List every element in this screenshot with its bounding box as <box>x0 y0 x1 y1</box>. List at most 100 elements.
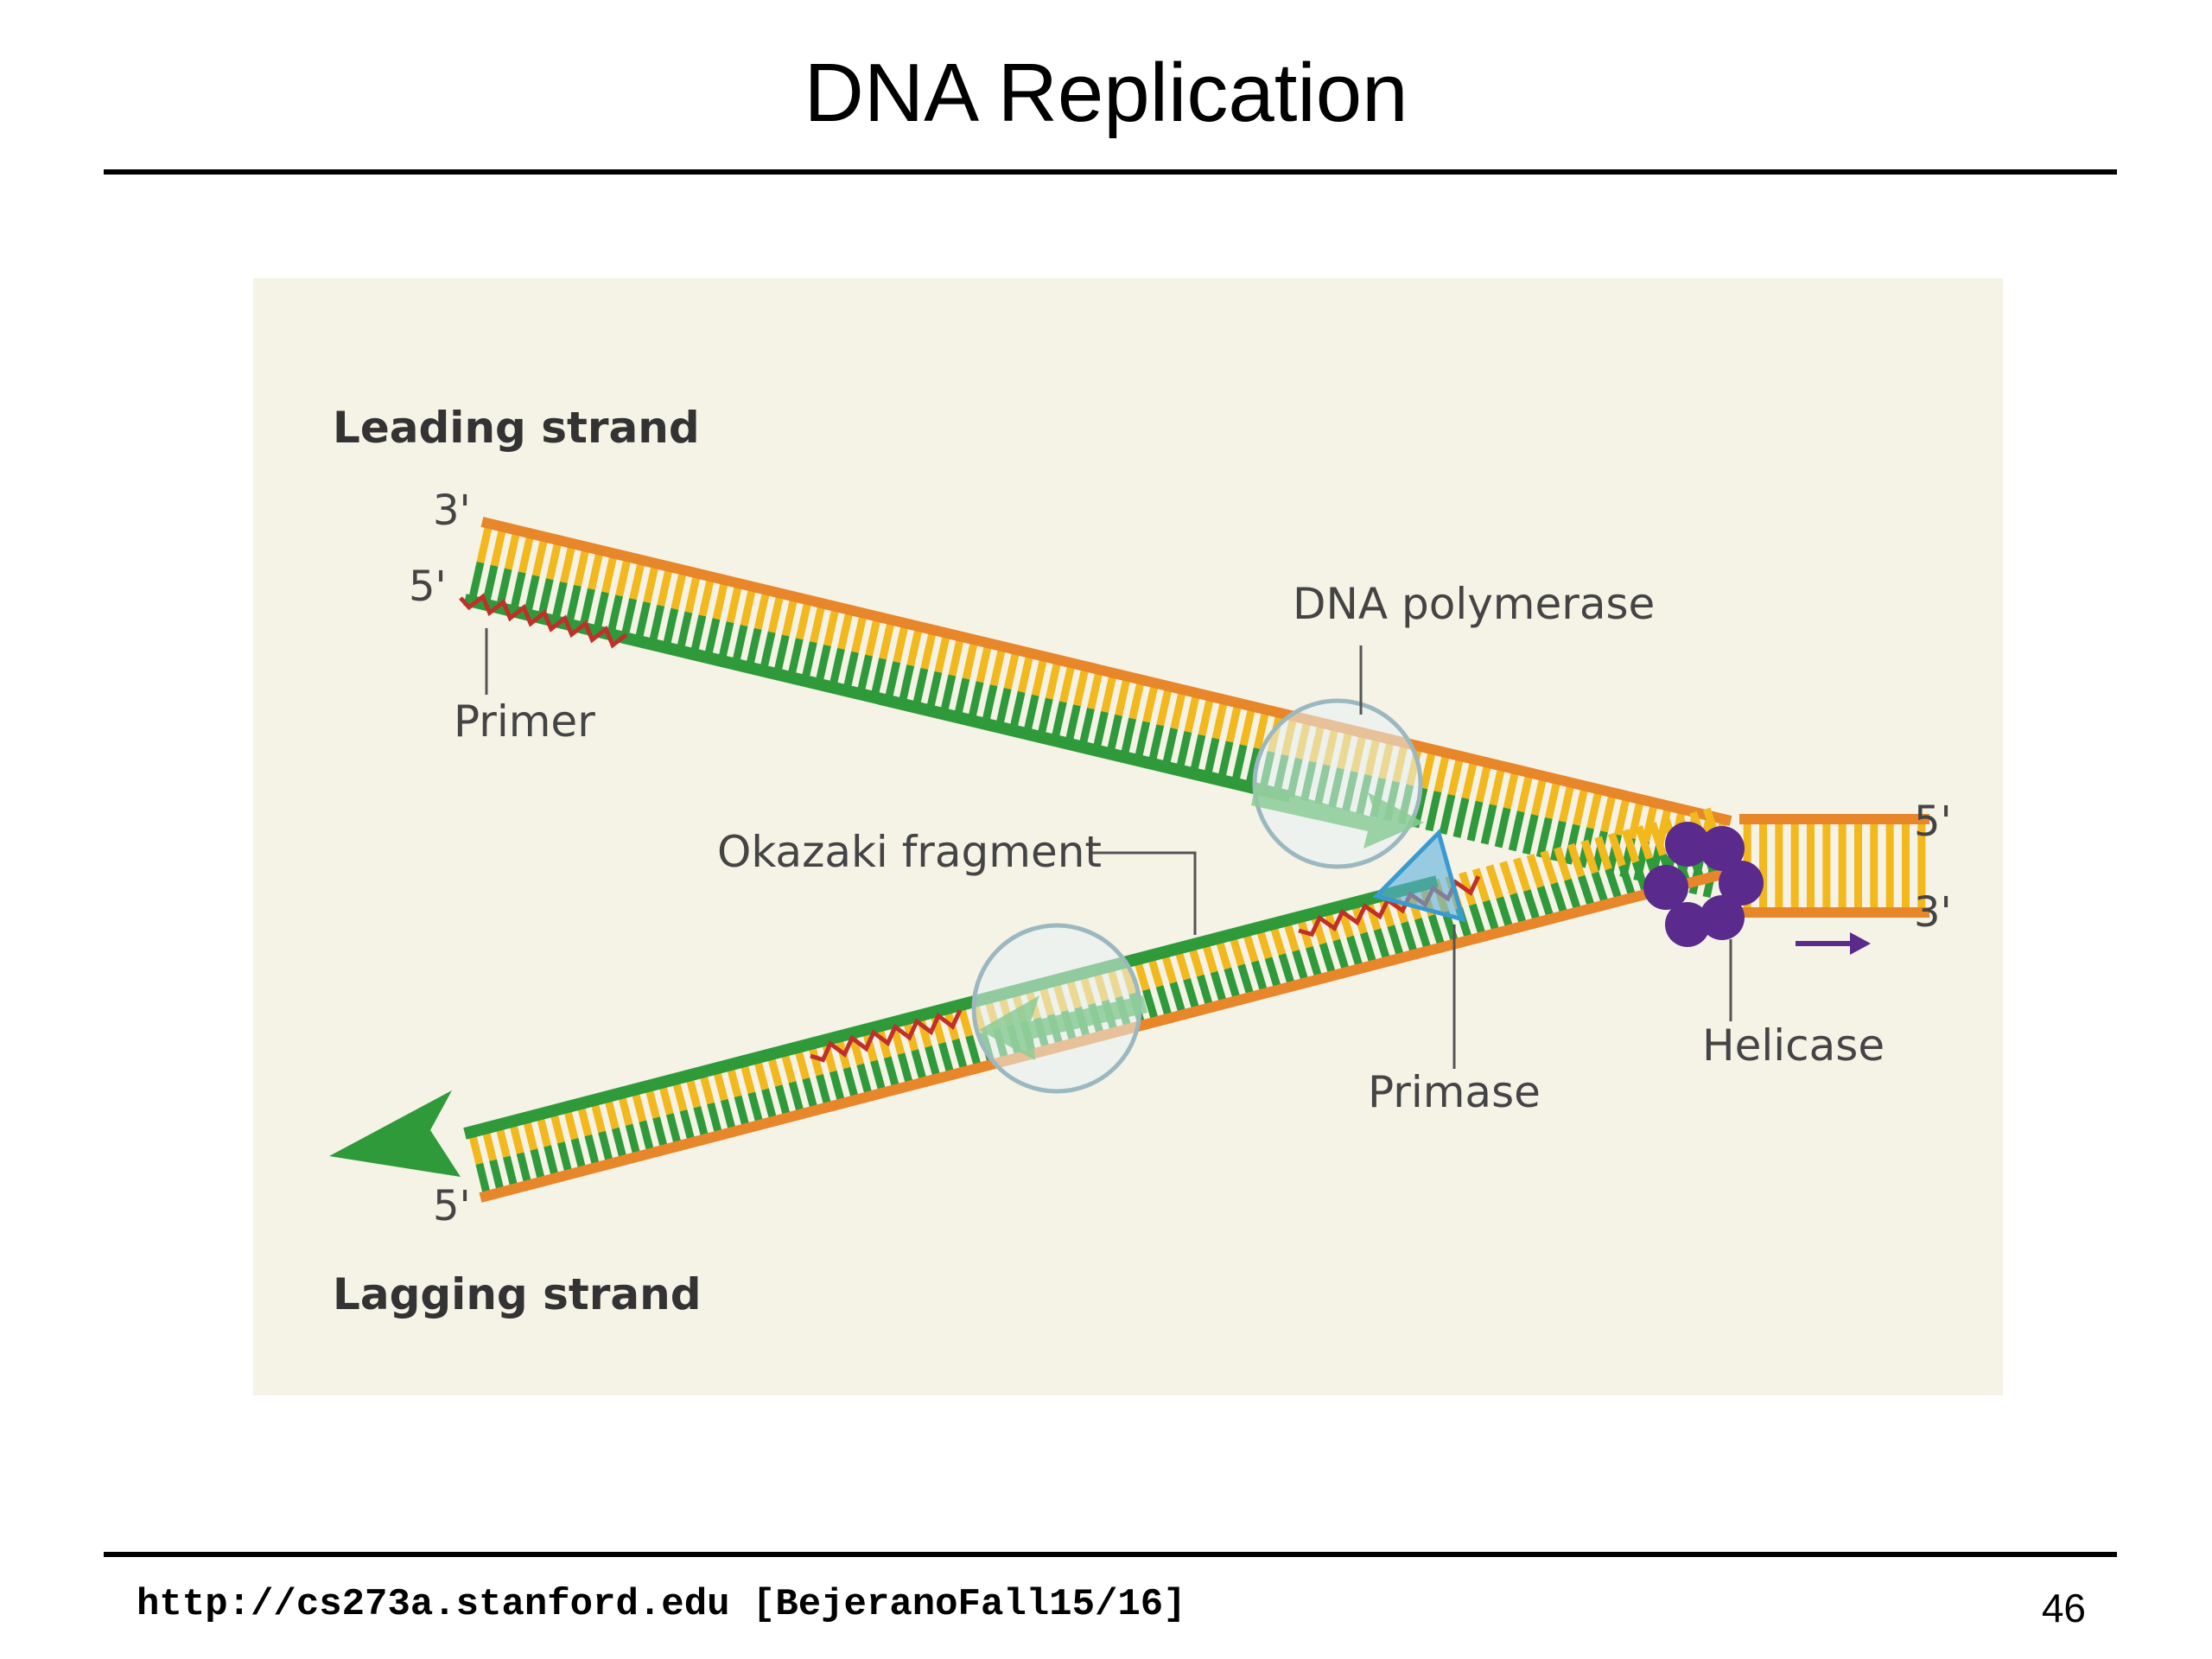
leading-base-pair-green <box>1494 807 1511 849</box>
lagging-base-pair-green <box>1237 963 1255 999</box>
leading-base-pair-yellow <box>1156 685 1173 727</box>
label-3prime-parent: 3' <box>1914 888 1952 937</box>
leading-base-pair-green <box>884 661 901 702</box>
lagging-base-pair-yellow <box>1499 861 1517 896</box>
leading-base-pair-green <box>815 645 831 686</box>
leading-base-pair-green <box>995 688 1012 728</box>
leading-base-pair-yellow <box>1516 772 1534 813</box>
leading-base-pair-green <box>1134 721 1151 762</box>
leading-base-pair-green <box>1230 744 1248 785</box>
lagging-base-pair-green <box>1305 945 1323 981</box>
label-leading-strand: Leading strand <box>333 403 700 453</box>
leading-base-pair-yellow <box>671 569 688 610</box>
leading-base-pair-yellow <box>1253 709 1270 750</box>
lagging-base-pair-green <box>1427 913 1446 949</box>
leading-base-pair-yellow <box>893 622 910 664</box>
leading-base-pair-yellow <box>767 592 785 633</box>
lagging-base-pair-green <box>1142 988 1160 1023</box>
leading-base-pair-green <box>550 582 568 622</box>
lagging-base-pair-green <box>693 1106 709 1141</box>
leading-base-pair-green <box>772 634 790 676</box>
lagging-base-pair-green <box>761 1088 778 1122</box>
lagging-base-pair-green <box>842 1066 860 1102</box>
leading-base-pair-yellow <box>629 559 646 601</box>
helicase-direction-arrowhead <box>1850 932 1871 955</box>
leading-base-pair-yellow <box>1475 761 1492 803</box>
lagging-base-pair-green <box>1564 878 1582 913</box>
lagging-base-pair-green <box>816 1074 832 1109</box>
lagging-base-pair-green <box>1522 889 1541 924</box>
leading-base-pair-yellow <box>1017 652 1034 693</box>
leading-base-pair-green <box>1203 737 1220 779</box>
title-divider <box>104 169 2117 175</box>
leading-base-pair-yellow <box>1530 775 1548 817</box>
lagging-base-pair-green <box>1482 899 1501 935</box>
lagging-base-pair-green <box>925 1046 942 1080</box>
label-okazaki-fragment: Okazaki fragment <box>717 827 1102 877</box>
lagging-base-pair-green <box>707 1102 723 1137</box>
leading-base-pair-green <box>939 674 957 715</box>
lagging-base-pair-yellow <box>1540 849 1558 885</box>
dna-polymerase-lagging-arrow <box>979 995 1147 1060</box>
lagging-base-pair-green <box>829 1070 846 1105</box>
lagging-base-pair-green <box>1618 864 1637 899</box>
leading-base-pair-yellow <box>531 536 549 577</box>
leading-base-pair-yellow <box>1447 755 1465 797</box>
lagging-base-pair-green <box>774 1084 791 1119</box>
leading-base-pair-yellow <box>781 595 798 637</box>
helicase-subunit <box>1700 895 1745 940</box>
lagging-base-pair-green <box>598 1130 614 1166</box>
leading-base-pair-yellow <box>1239 705 1256 747</box>
leading-base-pair-yellow <box>1184 692 1201 733</box>
lagging-base-pair-green <box>639 1120 655 1154</box>
leading-base-pair-yellow <box>740 585 757 626</box>
leading-base-pair-yellow <box>726 582 743 624</box>
leading-base-pair-green <box>925 671 943 712</box>
lagging-base-pair-yellow <box>1621 829 1640 864</box>
leading-base-pair-yellow <box>684 572 702 613</box>
leading-base-pair-green <box>856 654 873 696</box>
lagging-base-pair-green <box>883 1056 900 1090</box>
leading-base-pair-yellow <box>976 642 993 683</box>
lagging-base-pair-green <box>802 1077 819 1112</box>
leading-base-pair-green <box>1217 741 1234 782</box>
leading-base-pair-yellow <box>934 632 951 673</box>
lagging-base-pair-green <box>584 1134 601 1169</box>
lagging-base-pair-yellow <box>1594 836 1612 871</box>
dna-replication-diagram: Leading strand 3' 5' Primer DNA polymera… <box>253 278 2003 1395</box>
leading-base-pair-green <box>842 651 859 692</box>
leading-base-pair-yellow <box>851 612 868 653</box>
lagging-base-pair-green <box>734 1095 751 1130</box>
leading-base-pair-green <box>1092 710 1109 752</box>
leading-base-pair-green <box>981 684 998 726</box>
leading-base-pair-yellow <box>698 575 715 617</box>
leading-base-pair-yellow <box>753 588 771 630</box>
dna-polymerase-leading-arrow <box>1251 784 1424 849</box>
leading-base-pair-green <box>467 561 485 602</box>
label-primase: Primase <box>1368 1067 1541 1117</box>
label-primer: Primer <box>454 696 595 747</box>
helicase-subunit <box>1665 822 1710 867</box>
leading-base-pair-yellow <box>1058 662 1076 703</box>
primase-shape <box>1372 829 1466 923</box>
lagging-base-pair-green <box>1510 893 1528 928</box>
leading-base-pair-yellow <box>920 628 938 670</box>
label-3prime-leading: 3' <box>433 486 471 535</box>
leading-base-pair-green <box>648 604 665 645</box>
leading-base-pair-green <box>1425 791 1442 832</box>
leading-base-pair-green <box>1175 731 1192 772</box>
leading-base-pair-green <box>579 588 595 629</box>
leading-base-pair-yellow <box>837 608 854 650</box>
helicase-subunit <box>1719 861 1764 906</box>
lagging-base-pair-green <box>556 1141 573 1176</box>
leading-base-pair-green <box>481 564 499 606</box>
lagging-base-pair-green <box>720 1098 737 1134</box>
leading-base-pair-green <box>537 578 554 620</box>
helicase-subunit <box>1665 902 1710 947</box>
lagging-base-pair-yellow <box>1485 864 1503 899</box>
leading-base-pair-yellow <box>518 532 535 574</box>
leading-base-pair-yellow <box>657 565 674 607</box>
leading-base-pair-green <box>593 591 609 632</box>
lagging-base-pair-green <box>1414 918 1433 952</box>
leading-base-pair-yellow <box>906 626 924 667</box>
